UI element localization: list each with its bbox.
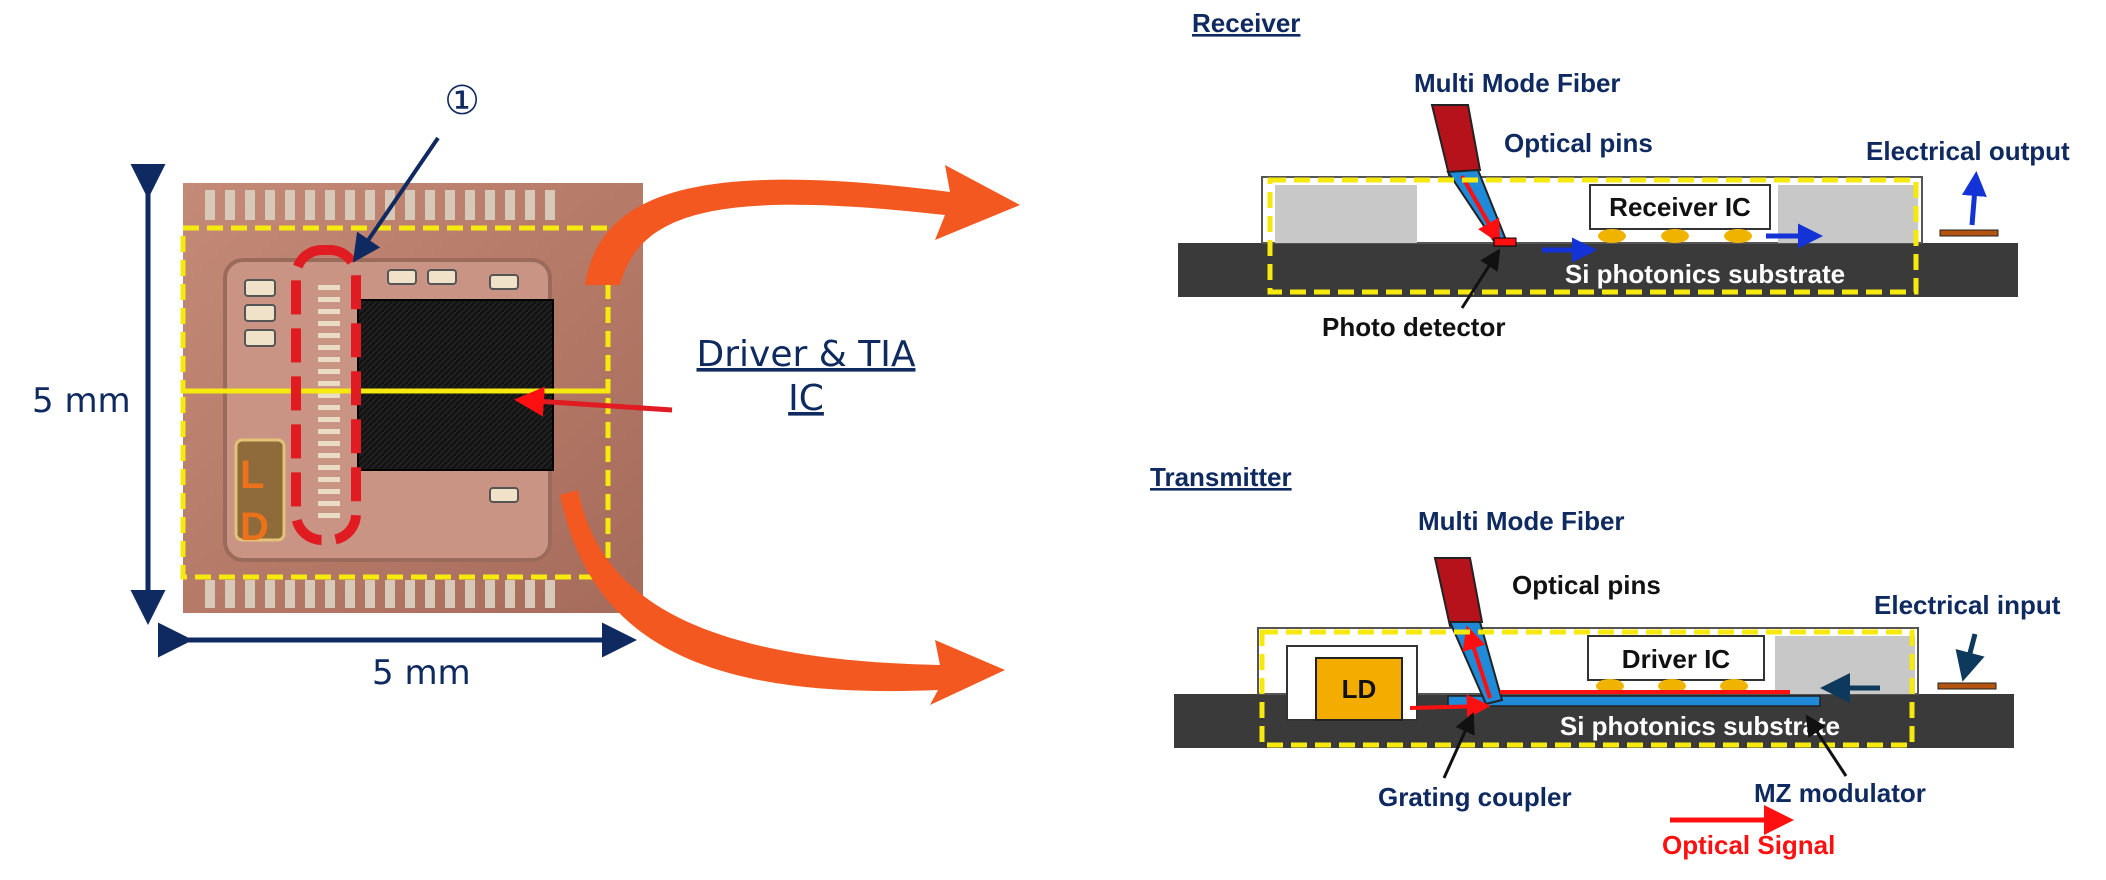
ld-chip-label: LD xyxy=(1342,674,1377,704)
receiver-fiber xyxy=(1430,104,1482,177)
mz-modulator-label: MZ modulator xyxy=(1754,778,1926,808)
transmitter-gray-block-right xyxy=(1775,636,1915,694)
transmitter-waveguide xyxy=(1447,695,1821,707)
bond-wire-column xyxy=(318,285,340,518)
optical-pin-region xyxy=(291,245,361,545)
photo-detector-element xyxy=(1493,237,1517,247)
receiver-output-label: Electrical output xyxy=(1866,136,2070,166)
receiver-region-box xyxy=(180,225,611,394)
transmitter-light-up xyxy=(1462,625,1492,699)
transmitter-input-label: Electrical input xyxy=(1874,590,2061,620)
ld-label-d: D xyxy=(240,505,269,549)
chip-label-line2: IC xyxy=(788,378,824,419)
transmitter-pins-label: Optical pins xyxy=(1512,570,1661,600)
receiver-bumps xyxy=(1598,229,1752,243)
mz-modulator-arrow xyxy=(1805,714,1848,777)
receiver-diagram: Receiver Receiver IC Si photonics substr… xyxy=(1178,8,2070,342)
receiver-light-path xyxy=(1460,175,1501,245)
marker-one: ① xyxy=(444,78,480,124)
transmitter-fiber-label: Multi Mode Fiber xyxy=(1418,506,1625,536)
receiver-yellow-region xyxy=(1267,177,1919,295)
receiver-substrate xyxy=(1178,243,2018,297)
transmitter-input-pad xyxy=(1937,682,1997,690)
driver-tia-chip xyxy=(357,299,554,471)
orange-arrow-to-receiver xyxy=(585,165,1020,285)
receiver-ic-box xyxy=(1589,184,1771,230)
ld-chip xyxy=(1315,657,1403,721)
orange-arrow-to-transmitter xyxy=(560,490,1005,705)
horizontal-dimension-label: 5 mm xyxy=(372,653,471,693)
transmitter-fiber xyxy=(1433,557,1484,628)
grating-coupler-arrow xyxy=(1442,712,1475,779)
chip-label-arrow xyxy=(514,386,673,417)
photo-detector-arrow xyxy=(1460,248,1501,309)
driver-ic-label: Driver IC xyxy=(1622,644,1731,674)
transmitter-heading: Transmitter xyxy=(1150,462,1292,492)
receiver-fiber-label: Multi Mode Fiber xyxy=(1414,68,1621,98)
receiver-gray-block-left xyxy=(1275,185,1417,243)
receiver-substrate-label: Si photonics substrate xyxy=(1565,259,1845,289)
driver-bumps xyxy=(1596,679,1748,693)
module-photo: L D xyxy=(180,183,643,613)
ld-component xyxy=(234,438,286,542)
transmitter-light-from-ld xyxy=(1409,694,1491,719)
receiver-output-pad xyxy=(1939,229,1999,237)
bottom-pad-row xyxy=(205,580,555,608)
chip-label-line1: Driver & TIA xyxy=(697,334,916,375)
transmitter-input-arrow xyxy=(1955,633,1985,682)
transmitter-region-box xyxy=(180,388,611,580)
receiver-heading: Receiver xyxy=(1192,8,1300,38)
receiver-pins-label: Optical pins xyxy=(1504,128,1653,158)
capacitor-group xyxy=(244,269,519,503)
transmitter-diagram: Transmitter LD Driver IC Si photonics su… xyxy=(1150,462,2061,860)
receiver-ic-label: Receiver IC xyxy=(1609,192,1751,222)
ld-label-l: L xyxy=(240,453,264,497)
optical-signal-legend-label: Optical Signal xyxy=(1662,830,1835,860)
vertical-dimension-label: 5 mm xyxy=(32,381,131,421)
marker-arrow xyxy=(352,136,440,263)
receiver-output-arrow xyxy=(1961,171,1987,226)
transmitter-substrate-label: Si photonics substrate xyxy=(1560,711,1840,741)
transmitter-yellow-region xyxy=(1259,629,1915,748)
grating-coupler-label: Grating coupler xyxy=(1378,782,1572,812)
photo-detector-label: Photo detector xyxy=(1322,312,1505,342)
